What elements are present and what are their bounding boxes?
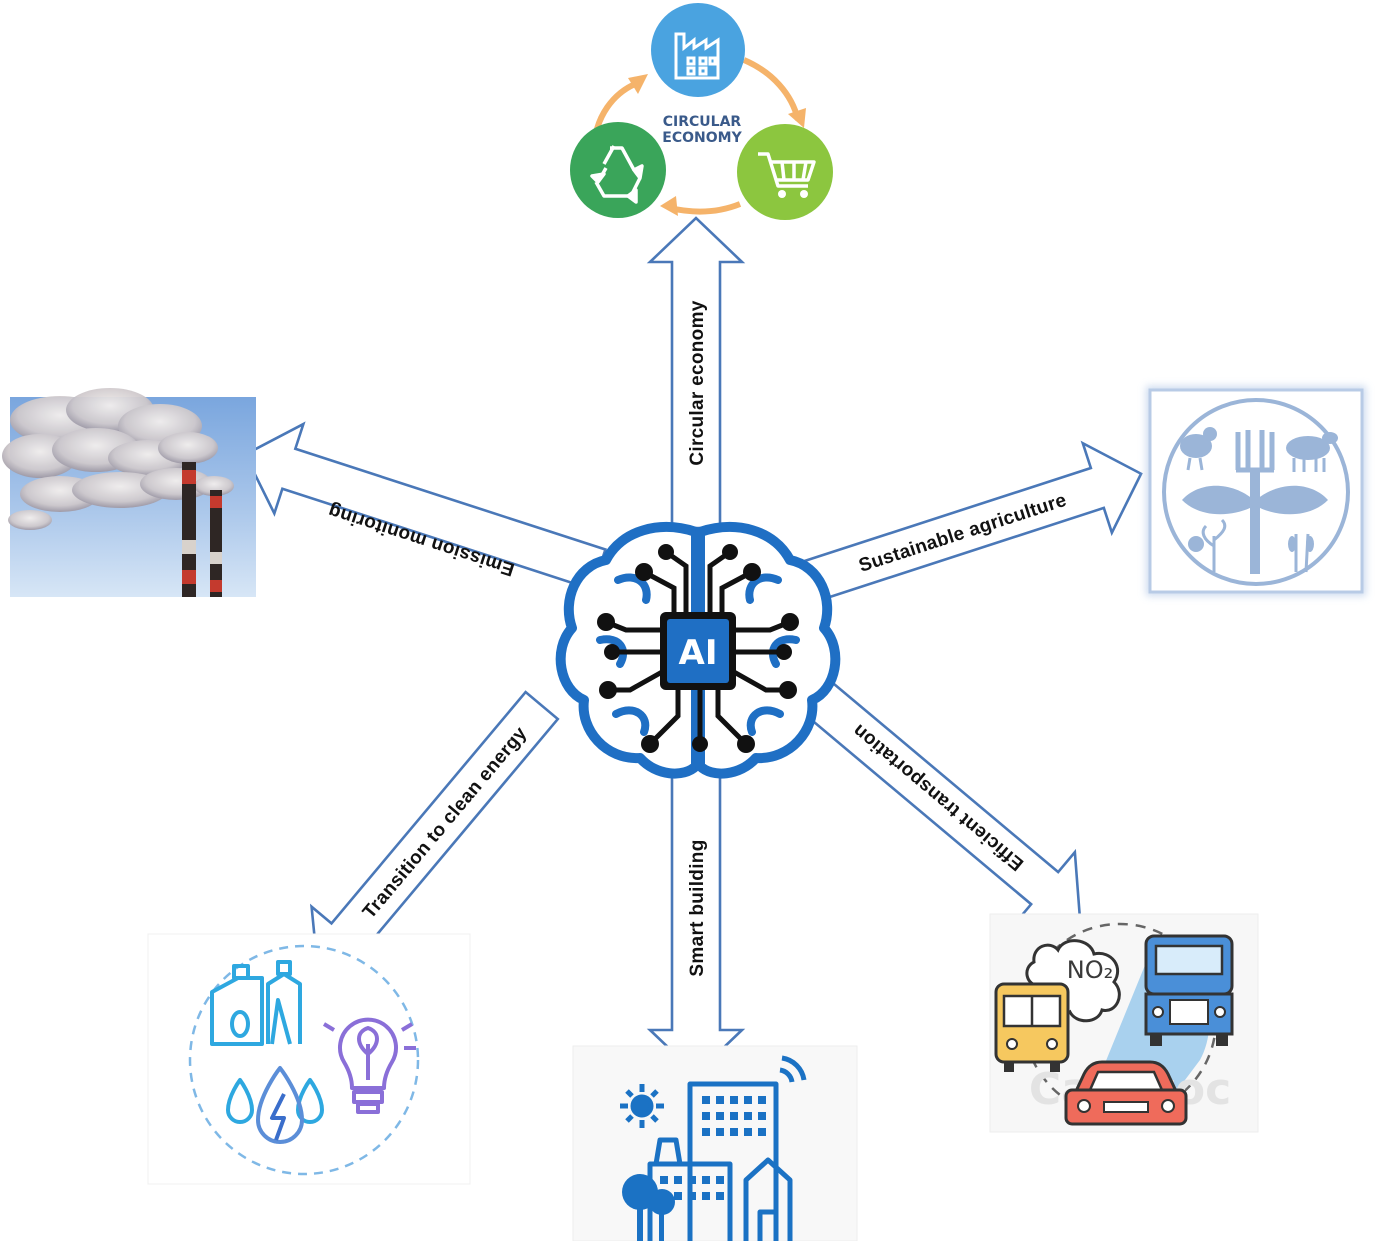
arrow-label-clean-energy: Transition to clean energy — [359, 723, 532, 923]
arrow-label-circular-economy: Circular economy — [687, 300, 708, 465]
arrow-smart-building: Smart building — [646, 760, 746, 1076]
circular-economy-caption-2: ECONOMY — [662, 130, 742, 146]
factory-icon — [651, 3, 745, 97]
no2-label: NO₂ — [1067, 956, 1113, 984]
efficient-transportation-icon: CanStoc NO₂ — [989, 913, 1259, 1133]
arrow-circular-economy: Circular economy — [646, 216, 746, 530]
bus-icon — [994, 982, 1070, 1072]
arrow-label-smart-building: Smart building — [687, 839, 708, 976]
emission-smokestacks-image — [2, 388, 256, 597]
truck-icon — [1144, 934, 1234, 1046]
ai-chip-label: AI — [679, 633, 718, 673]
circular-economy-icon: CIRCULAR ECONOMY — [570, 3, 833, 220]
smart-building-icon — [572, 1045, 858, 1241]
shopping-cart-icon — [737, 124, 833, 220]
car-icon — [1064, 1060, 1188, 1126]
recycle-icon — [570, 122, 666, 218]
arrow-label-efficient-transportation: Efficient transportation — [849, 719, 1028, 874]
circular-economy-caption-1: CIRCULAR — [663, 114, 742, 130]
arrow-sustainable-agriculture: Sustainable agriculture — [792, 440, 1143, 606]
sustainable-agriculture-icon — [1146, 386, 1366, 596]
arrow-emission-monitoring: Emission monitoring — [243, 421, 608, 592]
clean-energy-icon — [147, 933, 471, 1185]
ai-brain-icon: AI — [555, 522, 841, 779]
